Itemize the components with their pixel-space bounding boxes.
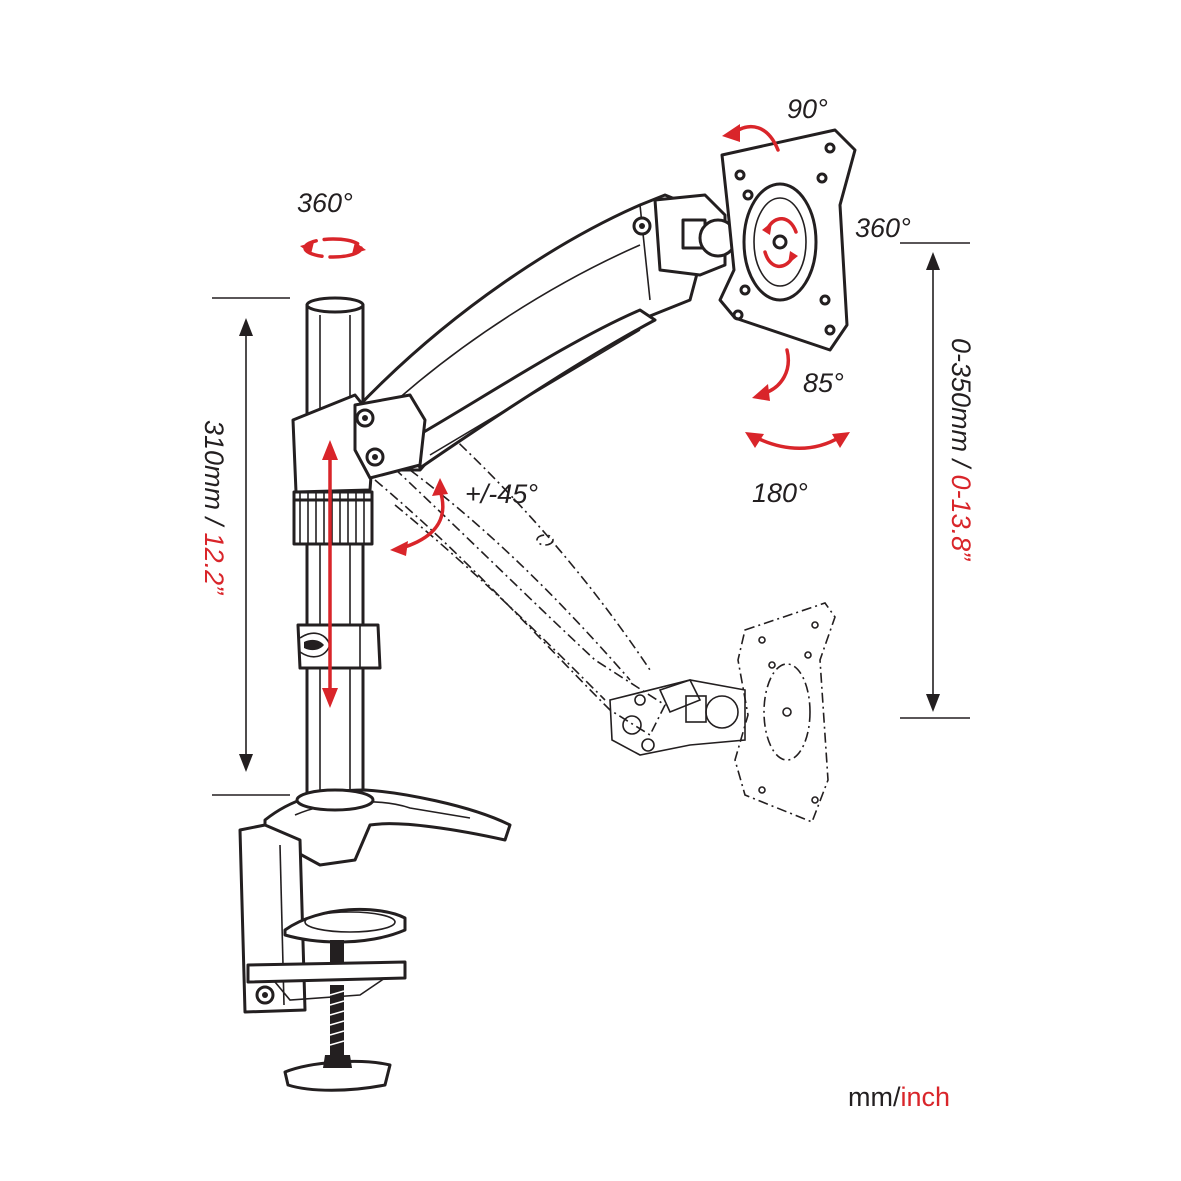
height-adjust-arrow xyxy=(322,440,338,708)
cable-clip xyxy=(296,623,382,670)
pole-rotation-indicator xyxy=(300,237,366,259)
gas-spring-arm xyxy=(353,193,738,480)
arm-range-mm-label: 0-350mm / xyxy=(946,338,976,475)
units-legend: mm/inch xyxy=(848,1082,950,1112)
lowered-arm-ghost xyxy=(374,429,836,824)
pole xyxy=(305,296,365,802)
arm-angle-indicator xyxy=(390,478,448,556)
swivel-label: 180° xyxy=(752,478,808,508)
pole-height-mm-label: 310mm / xyxy=(199,420,229,533)
arm-range-dimension: 0-350mm / 0-13.8” xyxy=(900,242,976,719)
height-adjust-collar xyxy=(291,393,377,546)
plate-rotation-label: 360° xyxy=(855,213,911,243)
vesa-plate xyxy=(718,128,857,352)
arm-range-inch-label: 0-13.8” xyxy=(946,475,976,562)
desk-clamp xyxy=(238,788,512,1092)
units-inch: inch xyxy=(900,1082,950,1112)
tilt-down-label: 85° xyxy=(803,368,844,398)
tilt-down-indicator xyxy=(752,348,790,401)
pole-rotation-label: 360° xyxy=(297,188,353,218)
svg-text:0-350mm / 0-13.8”: 0-350mm / 0-13.8” xyxy=(946,338,976,561)
swivel-indicator xyxy=(745,432,850,450)
tilt-up-label: 90° xyxy=(787,94,828,124)
units-mm: mm/ xyxy=(848,1082,901,1112)
svg-text:310mm / 12.2”: 310mm / 12.2” xyxy=(199,420,229,595)
arm-angle-label: +/-45° xyxy=(465,479,538,509)
pole-height-inch-label: 12.2” xyxy=(199,533,229,596)
tilt-up-indicator xyxy=(722,124,780,152)
pole-height-dimension: 310mm / 12.2” xyxy=(199,297,290,796)
